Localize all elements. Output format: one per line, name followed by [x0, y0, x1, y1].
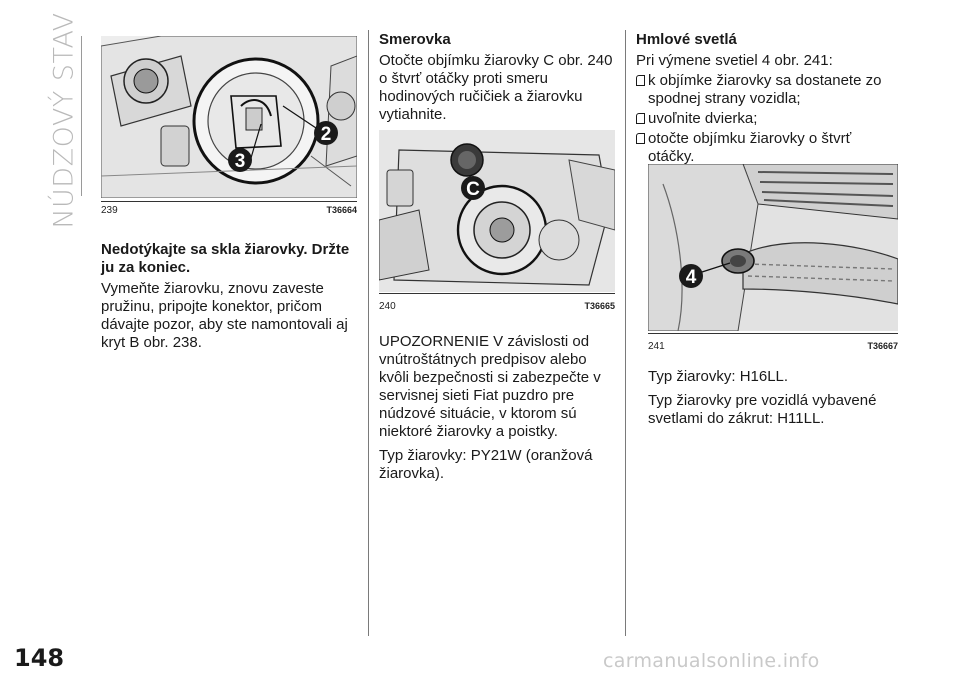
column-1-text: Nedotýkajte sa skla žiarovky. Držte ju z…	[101, 241, 359, 358]
figure-241-fog-light: 4	[648, 164, 898, 331]
svg-text:2: 2	[321, 124, 332, 145]
paragraph: Typ žiarovky: PY21W (oranžová žiarovka).	[379, 447, 593, 482]
paragraph: Typ žiarovky pre vozidlá vybavené svetla…	[648, 392, 877, 427]
watermark: carmanualsonline.info	[603, 650, 820, 672]
list-item: uvoľnite dvierka;	[636, 110, 900, 128]
section-rule	[81, 36, 82, 196]
intro-paragraph: Pri výmene svetiel 4 obr. 241:	[636, 52, 833, 69]
list-item: otočte objímku žiarovky o štvrť otáčky.	[636, 130, 900, 166]
column-2-text-bottom: UPOZORNENIE V závislosti od vnútroštátny…	[379, 333, 619, 489]
section-title: NÚDZOVÝ STAV	[48, 11, 80, 229]
section-heading-hmlove-svetla: Hmlové svetlá	[636, 31, 737, 48]
caption-rule	[379, 293, 615, 294]
column-divider	[368, 30, 369, 636]
figure-240-turn-signal: C	[379, 130, 615, 292]
figure-code: T36667	[867, 341, 898, 351]
figure-239-headlamp: 2 3	[101, 36, 357, 198]
figure-code: T36665	[584, 301, 615, 311]
figure-number: 241	[648, 341, 665, 352]
bullet-icon	[636, 75, 645, 86]
notice-paragraph: UPOZORNENIE V závislosti od vnútroštátny…	[379, 333, 601, 440]
page-number: 148	[14, 644, 65, 672]
column-divider	[625, 30, 626, 636]
bullet-icon	[636, 133, 645, 144]
callout-3: 3	[228, 148, 252, 172]
callout-2: 2	[314, 121, 338, 145]
list-item: k objímke žiarovky sa dostanete zo spodn…	[636, 72, 900, 108]
callout-c: C	[461, 176, 485, 200]
callout-4: 4	[679, 264, 703, 288]
svg-text:3: 3	[235, 151, 246, 172]
column-3-text-bottom: Typ žiarovky: H16LL. Typ žiarovky pre vo…	[648, 368, 898, 434]
paragraph: Typ žiarovky: H16LL.	[648, 368, 789, 385]
caption-rule	[648, 333, 898, 334]
section-heading-smerovka: Smerovka	[379, 31, 451, 48]
caption-rule	[101, 201, 357, 202]
svg-text:C: C	[466, 179, 480, 200]
figure-code: T36664	[326, 205, 357, 215]
figure-number: 240	[379, 301, 396, 312]
figure-number: 239	[101, 205, 118, 216]
column-2-text-top: Smerovka Otočte objímku žiarovky C obr. …	[379, 31, 617, 130]
paragraph: Otočte objímku žiarovky C obr. 240 o štv…	[379, 52, 613, 123]
column-3-text-top: Hmlové svetlá Pri výmene svetiel 4 obr. …	[636, 31, 900, 168]
paragraph: Vymeňte žiarovku, znovu zaveste pružinu,…	[101, 280, 348, 351]
bullet-icon	[636, 113, 645, 124]
svg-text:4: 4	[686, 267, 697, 288]
warning-heading: Nedotýkajte sa skla žiarovky. Držte ju z…	[101, 241, 350, 276]
